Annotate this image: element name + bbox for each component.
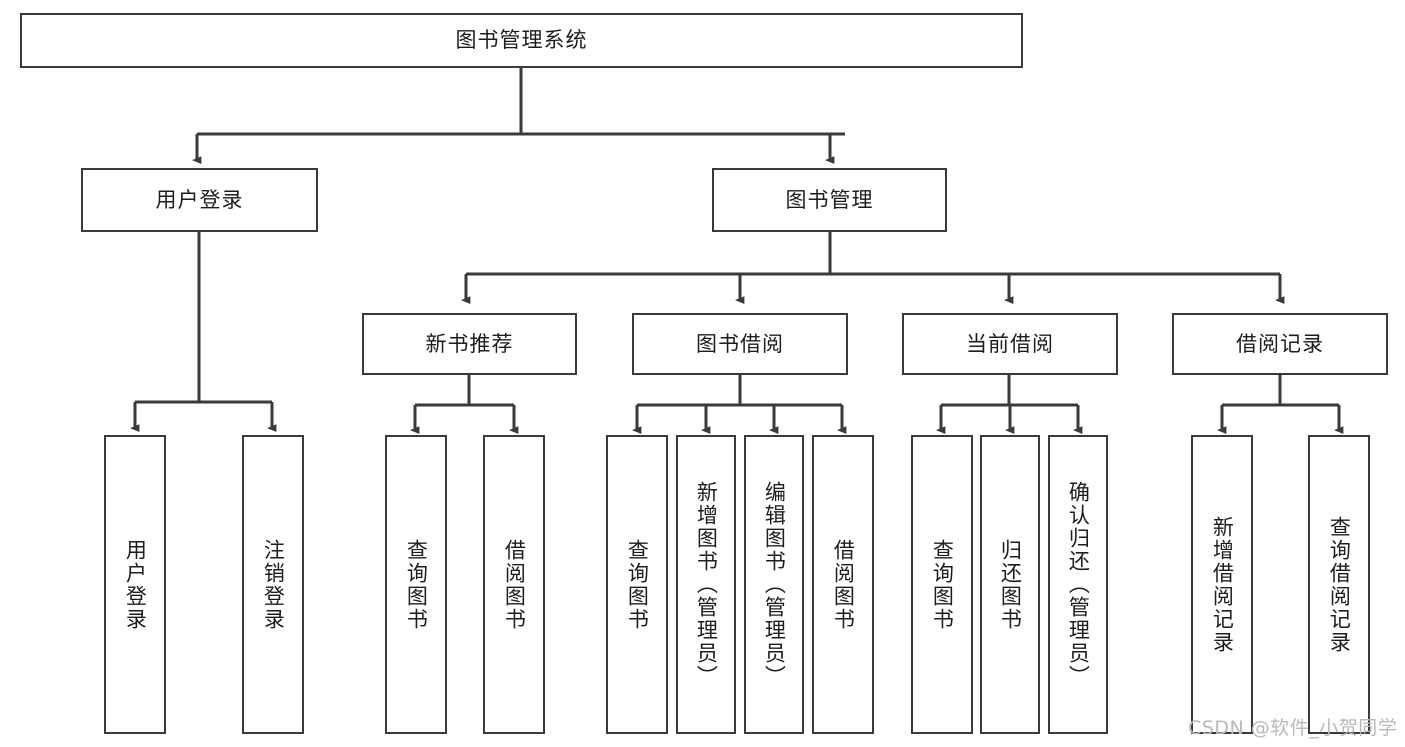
leaf-cb-confirm-return-admin[interactable]: 确认归还（管理员） <box>1048 435 1108 734</box>
node-label: 新书推荐 <box>425 331 514 356</box>
node-label: 注销登录 <box>261 538 286 631</box>
node-borrow-record[interactable]: 借阅记录 <box>1172 313 1388 375</box>
node-new-book-recommendation[interactable]: 新书推荐 <box>362 313 577 375</box>
node-current-borrow[interactable]: 当前借阅 <box>902 313 1118 375</box>
node-label: 图书管理 <box>785 187 874 212</box>
node-label: 新增借阅记录 <box>1210 515 1235 654</box>
leaf-nb-borrow-book[interactable]: 借阅图书 <box>483 435 545 734</box>
leaf-bb-add-book-admin[interactable]: 新增图书（管理员） <box>676 435 736 734</box>
node-label: 归还图书 <box>998 538 1023 631</box>
node-label: 查询图书 <box>404 538 429 631</box>
node-label: 图书借阅 <box>696 331 784 356</box>
leaf-nb-query-book[interactable]: 查询图书 <box>385 435 447 734</box>
leaf-bb-borrow-book[interactable]: 借阅图书 <box>812 435 874 734</box>
node-label: 查询图书 <box>930 538 955 631</box>
node-label: 借阅图书 <box>831 538 856 631</box>
node-label: 查询借阅记录 <box>1327 515 1352 654</box>
node-label: 确认归还（管理员） <box>1066 481 1091 688</box>
node-label: 用户登录 <box>155 187 244 212</box>
node-label: 借阅图书 <box>502 538 527 631</box>
node-label: 当前借阅 <box>966 331 1054 356</box>
leaf-br-add-record[interactable]: 新增借阅记录 <box>1191 435 1253 734</box>
node-user-login[interactable]: 用户登录 <box>81 168 318 232</box>
node-label: 用户登录 <box>123 538 148 631</box>
leaf-bb-query-book[interactable]: 查询图书 <box>606 435 668 734</box>
node-book-management[interactable]: 图书管理 <box>712 168 947 232</box>
node-label: 图书管理系统 <box>455 28 588 53</box>
leaf-cb-return-book[interactable]: 归还图书 <box>980 435 1040 734</box>
node-book-borrow[interactable]: 图书借阅 <box>632 313 848 375</box>
csdn-watermark: CSDN @软件_小贺同学 <box>1188 717 1398 739</box>
node-label: 借阅记录 <box>1236 331 1324 356</box>
node-label: 编辑图书（管理员） <box>762 481 787 688</box>
leaf-cb-query-book[interactable]: 查询图书 <box>911 435 973 734</box>
leaf-bb-edit-book-admin[interactable]: 编辑图书（管理员） <box>744 435 804 734</box>
node-root-book-management-system[interactable]: 图书管理系统 <box>20 13 1023 68</box>
leaf-br-query-record[interactable]: 查询借阅记录 <box>1308 435 1370 734</box>
node-label: 查询图书 <box>625 538 650 631</box>
leaf-logout[interactable]: 注销登录 <box>242 435 304 734</box>
leaf-user-login[interactable]: 用户登录 <box>104 435 166 734</box>
node-label: 新增图书（管理员） <box>694 481 719 688</box>
